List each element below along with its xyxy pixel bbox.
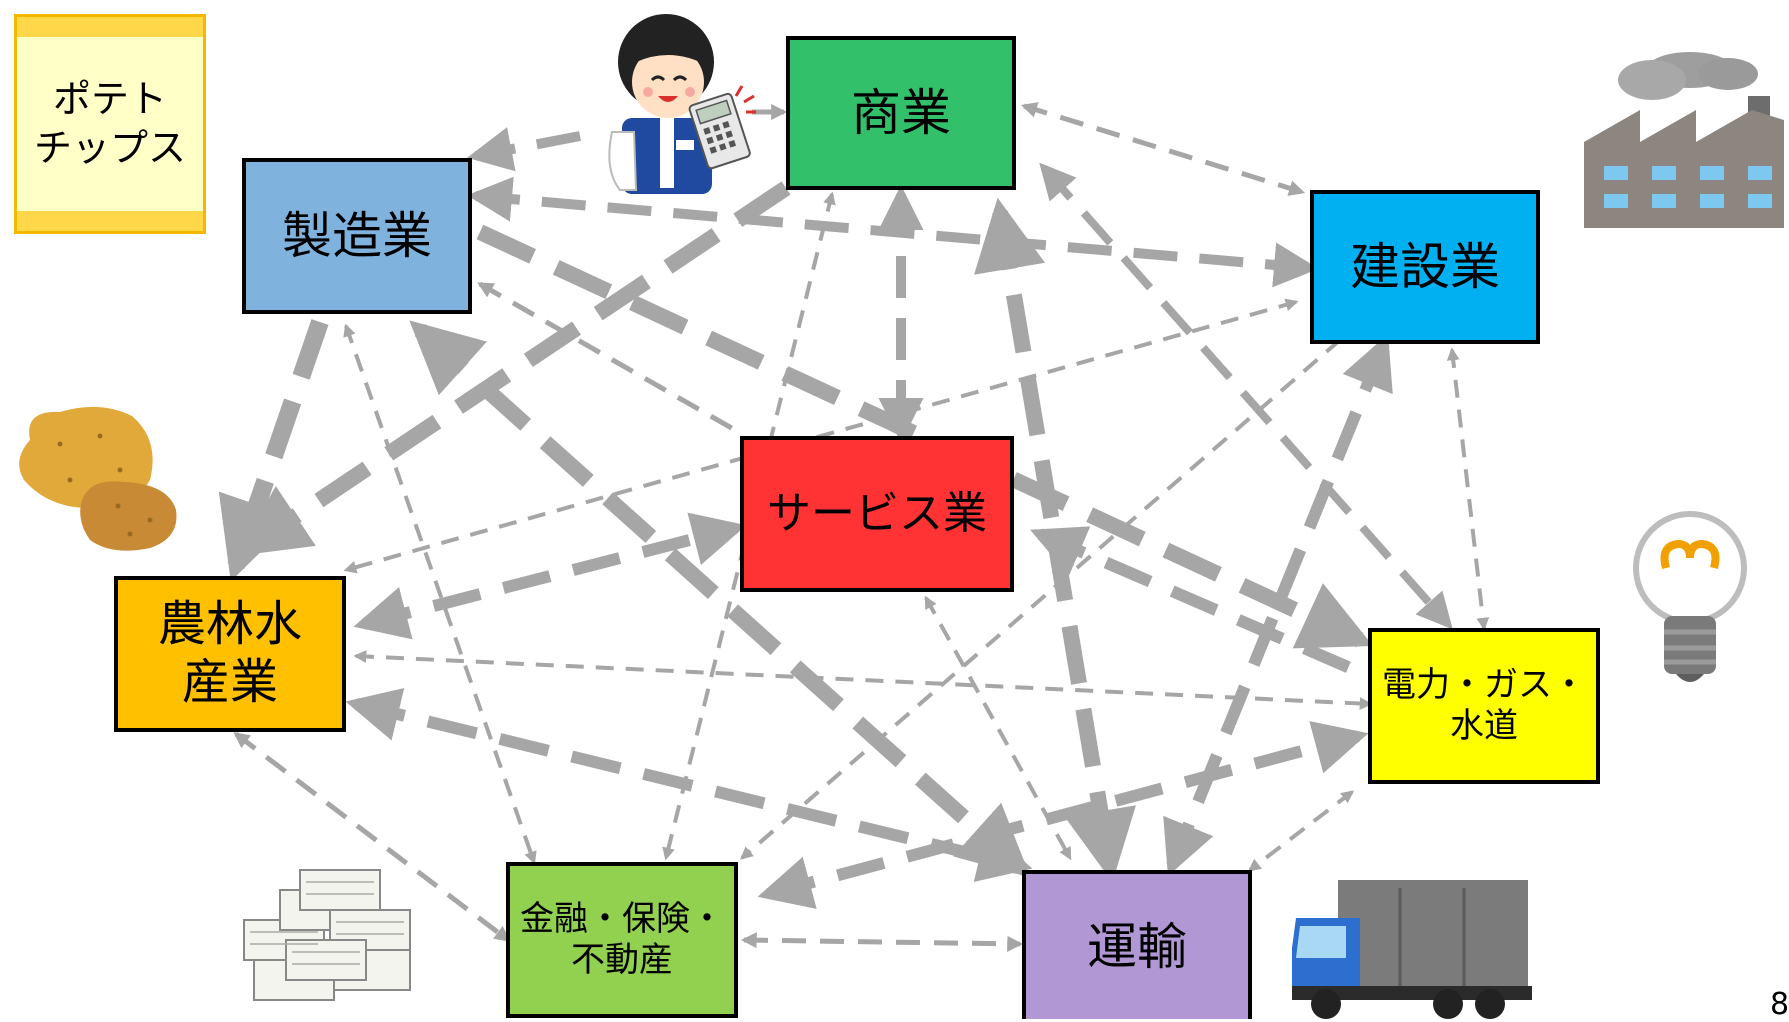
factory-icon: [1584, 52, 1784, 228]
edge-agriculture-utilities: [353, 650, 1373, 710]
edge-utilities-transport: [1247, 790, 1355, 872]
agriculture-node: 農林水 産業: [114, 576, 346, 732]
services-node: サービス業: [740, 436, 1014, 592]
construction-node: 建設業: [1310, 190, 1540, 344]
edge-agriculture-services: [353, 512, 747, 640]
finance-label: 金融・保険・ 不動産: [520, 899, 724, 980]
utilities-label: 電力・ガス・ 水道: [1382, 665, 1586, 746]
edge-commerce-manufacturing: [467, 127, 581, 172]
edge-services-transport-thin: [924, 595, 1072, 861]
sticky-note-label: ポテト チップス: [33, 77, 186, 170]
light-bulb-icon: [1633, 511, 1747, 682]
transport-node: 運輸: [1022, 870, 1252, 1019]
commerce-label: 商業: [851, 84, 951, 142]
utilities-node: 電力・ガス・ 水道: [1368, 628, 1600, 784]
manufacturing-label: 製造業: [282, 207, 432, 265]
finance-node: 金融・保険・ 不動産: [506, 862, 738, 1018]
money-stack-icon: [243, 869, 411, 1001]
transport-label: 運輸: [1087, 917, 1187, 976]
potato-chips-sticky-note: ポテト チップス: [14, 14, 206, 234]
potato-icon: [19, 406, 177, 551]
construction-label: 建設業: [1350, 238, 1500, 296]
edge-finance-transport: [740, 932, 1024, 952]
cashier-woman-icon: [608, 14, 756, 194]
edge-commerce-construction: [1020, 102, 1306, 196]
edge-manufacturing-construction: [467, 176, 1319, 288]
edge-construction-utilities: [1446, 347, 1490, 631]
services-label: サービス業: [767, 487, 987, 539]
manufacturing-node: 製造業: [242, 158, 472, 314]
page-number: 8: [1770, 987, 1789, 1022]
truck-icon: [1292, 880, 1532, 1019]
agriculture-label: 農林水 産業: [157, 596, 302, 710]
commerce-node: 商業: [786, 36, 1016, 190]
edge-agriculture-finance: [233, 732, 511, 942]
